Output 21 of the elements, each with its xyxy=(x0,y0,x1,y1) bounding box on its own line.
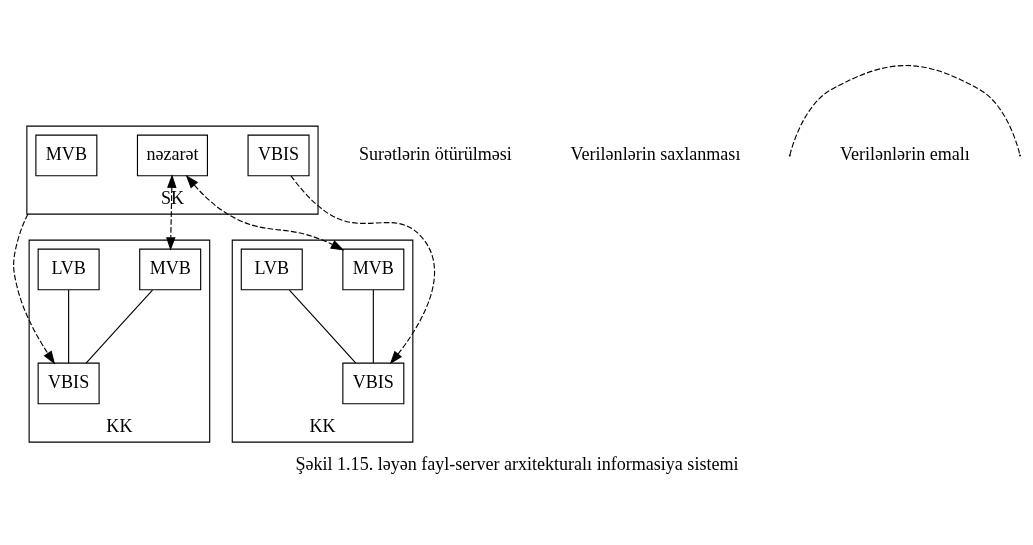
legend-label: Verilənlərin emalı xyxy=(839,143,970,164)
node-box: nəzarət xyxy=(136,134,208,176)
connector xyxy=(288,288,356,364)
connector xyxy=(67,288,69,364)
node-box: LVB xyxy=(240,248,303,290)
node-box: MVB xyxy=(341,248,404,290)
node-box: MVB xyxy=(138,248,201,290)
arrow xyxy=(12,213,55,364)
label: Verilənlərin saxlanması xyxy=(570,143,740,164)
label: Surətlərin ötürülməsi xyxy=(358,143,512,164)
node-box: VBIS xyxy=(341,362,404,404)
arrow xyxy=(165,173,177,251)
node-box: MVB xyxy=(34,134,97,176)
connector xyxy=(85,288,153,364)
node-box: LVB xyxy=(37,248,100,290)
node-box: VBIS xyxy=(37,362,100,404)
arrow xyxy=(289,174,435,364)
caption: Şəkil 1.15. ləyən fayl-server arxitekturalı informasiya sistemi xyxy=(294,453,739,474)
connector xyxy=(372,288,374,364)
node-box: VBIS xyxy=(247,134,310,176)
arrow xyxy=(185,174,344,251)
